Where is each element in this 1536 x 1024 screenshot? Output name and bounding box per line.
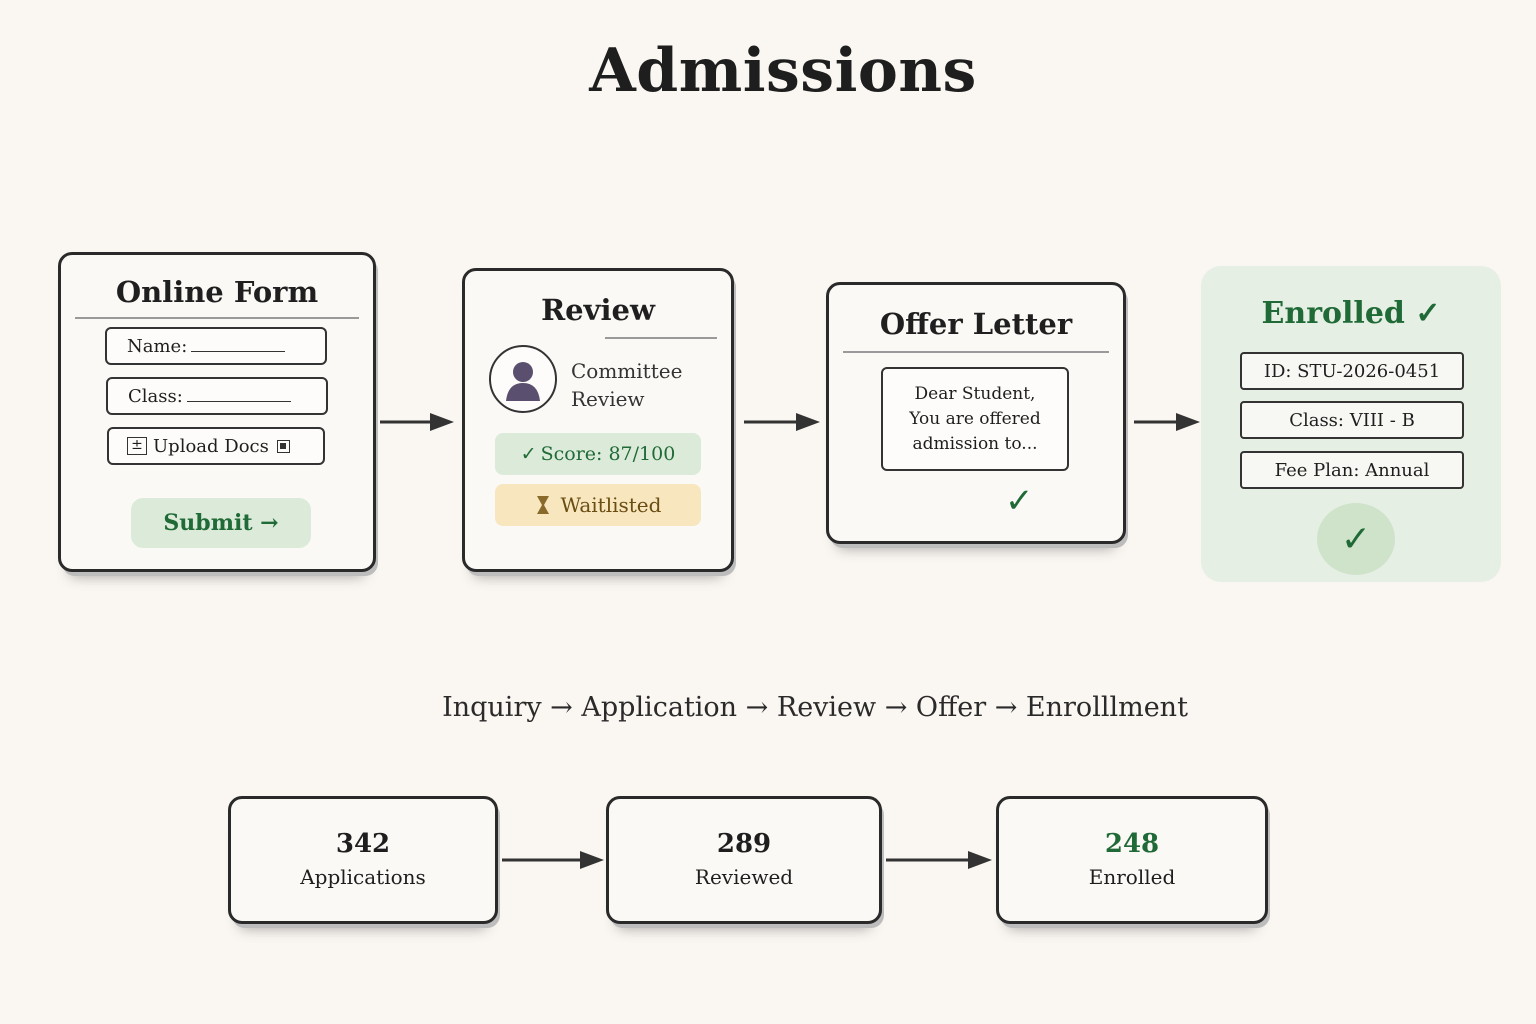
score-badge: ✓ Score: 87/100: [495, 433, 701, 475]
offer-letter-preview: Dear Student, You are offered admission …: [881, 367, 1069, 471]
stat-value: 289: [716, 829, 772, 859]
upload-docs-label: Upload Docs: [153, 435, 269, 457]
enrolled-title: Enrolled ✓: [1261, 296, 1441, 331]
arrow-reviewed-to-enrolled: [886, 851, 992, 869]
divider: [605, 337, 717, 339]
online-form-card: Online Form Name: Class: ± Upload Docs S…: [58, 252, 376, 572]
upload-docs-button[interactable]: ± Upload Docs: [107, 427, 325, 465]
offer-letter-card: Offer Letter Dear Student, You are offer…: [826, 282, 1126, 544]
submit-button[interactable]: Submit →: [131, 498, 311, 548]
name-field[interactable]: Name:: [105, 327, 327, 365]
stat-label: Enrolled: [1088, 865, 1176, 889]
stat-label: Applications: [300, 865, 426, 889]
stat-value: 342: [335, 829, 391, 859]
name-blank: [191, 350, 286, 352]
waitlisted-badge: Waitlisted: [495, 484, 701, 526]
review-title: Review: [541, 293, 655, 327]
person-icon: [506, 362, 540, 401]
stat-value: 248: [1104, 829, 1160, 859]
divider: [75, 317, 359, 319]
page-title: Admissions: [589, 36, 977, 106]
review-card: Review Committee Review ✓ Score: 87/100 …: [462, 268, 734, 572]
name-label: Name:: [127, 335, 188, 357]
class-field: Class: VIII - B: [1240, 401, 1464, 439]
check-icon: ✓: [520, 443, 537, 465]
check-circle-icon: ✓: [1317, 503, 1395, 575]
arrow-applications-to-reviewed: [502, 851, 604, 869]
upload-icon: ±: [127, 437, 147, 455]
stat-applications: 342 Applications: [228, 796, 498, 924]
divider: [843, 351, 1109, 353]
arrow-review-to-offer: [744, 413, 820, 431]
online-form-title: Online Form: [115, 275, 319, 309]
stat-reviewed: 289 Reviewed: [606, 796, 882, 924]
arrow-offer-to-enrolled: [1134, 413, 1200, 431]
offer-letter-title: Offer Letter: [879, 307, 1073, 341]
committee-review-label: Committee Review: [571, 359, 683, 411]
enrolled-card: Enrolled ✓ ID: STU-2026-0451 Class: VIII…: [1201, 266, 1501, 582]
class-field[interactable]: Class:: [106, 377, 328, 415]
class-blank: [186, 400, 291, 402]
stat-label: Reviewed: [694, 865, 794, 889]
avatar: [489, 345, 557, 413]
arrow-form-to-review: [380, 413, 454, 431]
pipeline-flow-text: Inquiry → Application → Review → Offer →…: [442, 692, 1188, 723]
class-label: Class:: [128, 385, 183, 407]
fee-plan-field: Fee Plan: Annual: [1240, 451, 1464, 489]
attachment-icon: [276, 439, 290, 453]
check-icon: ✓: [1005, 481, 1034, 521]
stat-enrolled: 248 Enrolled: [996, 796, 1268, 924]
hourglass-icon: [536, 496, 549, 514]
student-id-field: ID: STU-2026-0451: [1240, 352, 1464, 390]
